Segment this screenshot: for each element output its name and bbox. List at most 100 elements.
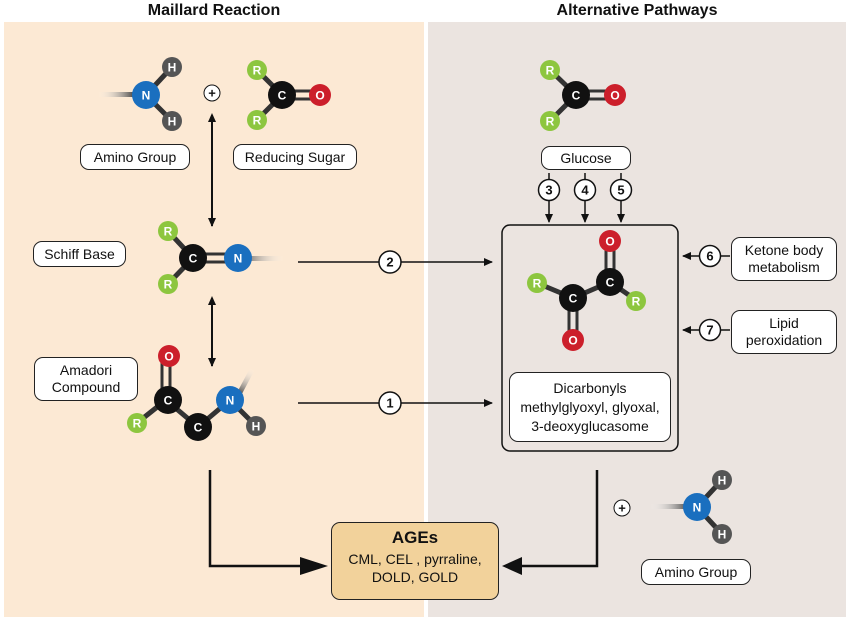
svg-text:N: N <box>234 252 243 266</box>
carbon-atom <box>559 284 587 312</box>
svg-text:R: R <box>253 114 262 128</box>
svg-text:N: N <box>693 501 702 515</box>
svg-text:C: C <box>194 421 203 435</box>
svg-text:2: 2 <box>386 255 393 270</box>
svg-text:R: R <box>546 115 555 129</box>
amadori-compound-label: Amadori Compound <box>34 357 138 401</box>
alternative-pathways-title: Alternative Pathways <box>556 2 718 19</box>
ages-title: AGEs <box>391 528 439 547</box>
lipid-label-line1: Lipid <box>769 315 799 331</box>
amino-group-label-top: Amino Group <box>80 144 190 170</box>
r-group-atom <box>158 274 178 294</box>
ages-line1: CML, CEL , pyrraline, <box>348 551 482 567</box>
carbon-atom <box>596 268 624 296</box>
carbon-atom <box>268 81 296 109</box>
oxygen-atom <box>599 230 621 252</box>
svg-text:7: 7 <box>706 323 713 338</box>
step-badge-6: 6 <box>698 244 722 268</box>
step-badge-2: 2 <box>378 250 402 274</box>
svg-text:N: N <box>142 89 151 103</box>
svg-text:R: R <box>253 64 262 78</box>
carbon-atom <box>562 81 590 109</box>
svg-text:O: O <box>164 350 173 364</box>
hydrogen-atom <box>712 524 732 544</box>
plus-sign-bottom: + <box>613 499 631 517</box>
arrowhead-ages-right <box>502 557 522 575</box>
svg-text:C: C <box>278 89 287 103</box>
oxygen-atom <box>604 84 626 106</box>
hydrogen-atom <box>246 416 266 436</box>
amino-group-label-bottom: Amino Group <box>641 559 751 585</box>
dicarbonyls-label-line3: 3-deoxyglucasome <box>531 417 649 434</box>
oxygen-atom <box>309 84 331 106</box>
dicarbonyls-label-line2: methylglyoxyl, glyoxal, <box>520 398 660 415</box>
amadori-label-line2: Compound <box>51 379 121 395</box>
step-badge-5: 5 <box>609 178 633 202</box>
svg-text:R: R <box>164 225 173 239</box>
svg-text:+: + <box>618 501 626 516</box>
svg-text:R: R <box>533 277 542 291</box>
arrow-to-ages-right <box>520 470 599 568</box>
svg-text:O: O <box>605 235 614 249</box>
lipid-peroxidation-label: Lipid peroxidation <box>731 310 837 354</box>
svg-text:1: 1 <box>386 396 393 411</box>
hydrogen-atom <box>162 111 182 131</box>
plus-sign-top: + <box>203 84 221 102</box>
hydrogen-atom <box>712 470 732 490</box>
svg-text:6: 6 <box>706 249 713 264</box>
carbon-atom <box>184 413 212 441</box>
nitrogen-atom <box>683 493 711 521</box>
arrowhead-ages-left <box>300 557 328 575</box>
svg-text:H: H <box>168 115 177 129</box>
hydrogen-atom <box>162 57 182 77</box>
carbon-atom <box>179 244 207 272</box>
glucose-molecule: R R C O <box>540 60 626 131</box>
step-badge-3: 3 <box>537 178 561 202</box>
svg-text:N: N <box>226 394 235 408</box>
schiff-base-molecule: R R C N <box>158 221 284 294</box>
svg-text:C: C <box>572 89 581 103</box>
step-badge-4: 4 <box>573 178 597 202</box>
svg-text:H: H <box>718 528 727 542</box>
svg-text:O: O <box>315 89 324 103</box>
svg-text:3: 3 <box>545 183 552 198</box>
ages-line2: DOLD, GOLD <box>371 569 459 585</box>
r-group-atom <box>247 110 267 130</box>
step-badge-7: 7 <box>698 318 722 342</box>
maillard-reaction-title: Maillard Reaction <box>147 2 281 19</box>
lipid-label-line2: peroxidation <box>745 332 823 348</box>
step-badge-1: 1 <box>378 391 402 415</box>
amadori-compound-molecule: O R C C N H <box>127 345 266 441</box>
svg-text:C: C <box>189 252 198 266</box>
oxygen-atom <box>562 329 584 351</box>
ketone-label-line1: Ketone body <box>744 242 824 258</box>
svg-text:C: C <box>606 276 615 290</box>
r-group-atom <box>540 60 560 80</box>
svg-text:+: + <box>208 86 216 101</box>
schiff-base-label: Schiff Base <box>33 241 126 267</box>
svg-text:H: H <box>718 474 727 488</box>
r-group-atom <box>626 291 646 311</box>
dicarbonyls-label-line1: Dicarbonyls <box>553 379 627 396</box>
svg-text:4: 4 <box>581 183 589 198</box>
nitrogen-atom <box>224 244 252 272</box>
r-group-atom <box>127 413 147 433</box>
svg-text:R: R <box>133 417 142 431</box>
r-group-atom <box>540 111 560 131</box>
svg-text:R: R <box>164 278 173 292</box>
dicarbonyls-container <box>501 224 679 452</box>
dicarbonyl-molecule: O R R C C O <box>527 230 646 351</box>
r-group-atom <box>158 221 178 241</box>
svg-text:O: O <box>610 89 619 103</box>
svg-text:O: O <box>568 334 577 348</box>
svg-text:C: C <box>164 394 173 408</box>
ages-box: AGEs CML, CEL , pyrraline, DOLD, GOLD <box>331 522 499 600</box>
dicarbonyls-label: Dicarbonyls methylglyoxyl, glyoxal, 3-de… <box>509 372 671 442</box>
glucose-label: Glucose <box>541 146 631 170</box>
amadori-label-line1: Amadori <box>59 362 113 378</box>
amino-group-molecule-bottom: N H H <box>650 470 732 544</box>
ketone-body-metabolism-label: Ketone body metabolism <box>731 237 837 281</box>
svg-text:R: R <box>632 295 641 309</box>
svg-text:R: R <box>546 64 555 78</box>
